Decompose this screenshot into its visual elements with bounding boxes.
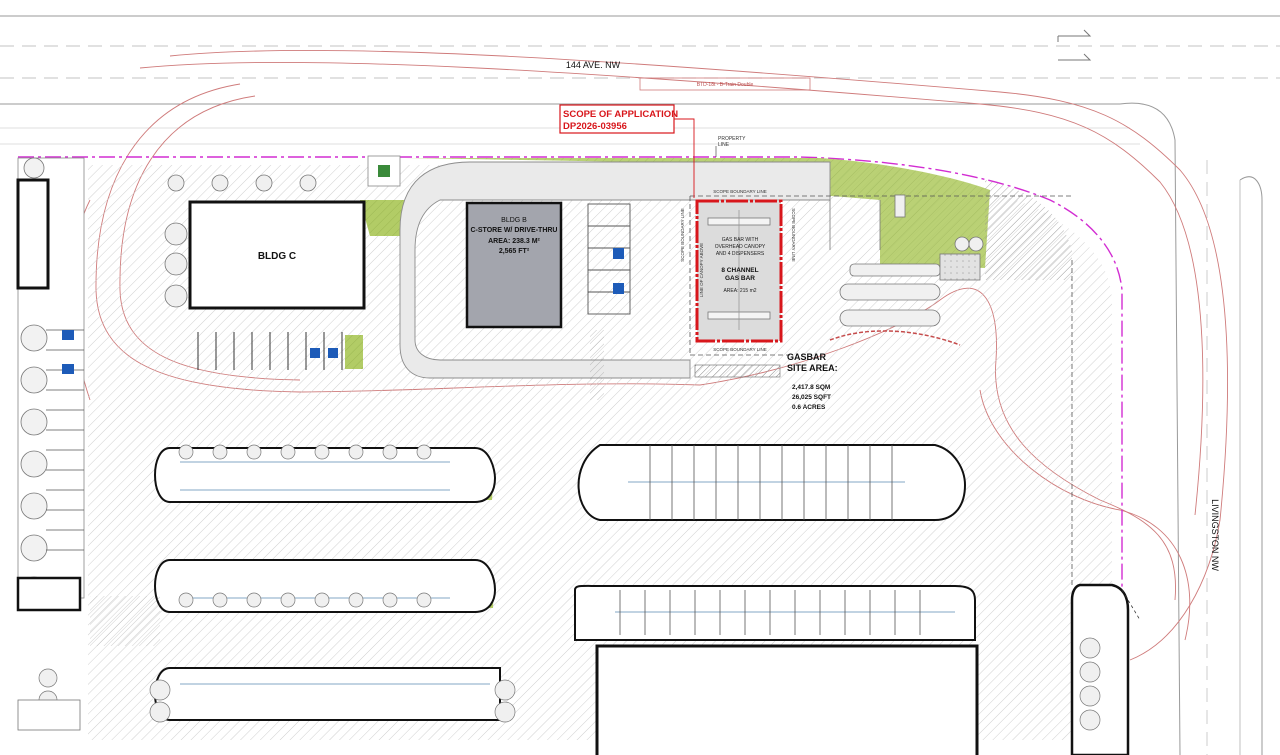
gas-dispensers [707,210,771,330]
building-b-stalls [587,203,631,315]
scope-leader [674,118,695,198]
canopy-desc-2: OVERHEAD CANOPY [715,244,766,250]
drive-thru-lane [399,161,831,379]
northeast-planting [985,180,1072,280]
street-label-livingston: LIVINGSTON NW [1210,499,1220,571]
building-b-name: BLDG B [501,217,527,224]
parking-row-1-west [154,447,497,503]
south-parking-stalls [615,590,955,635]
property-line-label-2: LINE [718,142,730,148]
west-building-corner [16,178,50,290]
road-livingston [1119,102,1263,755]
crosswalk [590,330,604,400]
building-b-area-m2: AREA: 238.3 M² [488,238,540,245]
southwest-entrance [16,576,82,612]
scope-boundary-label-bottom: SCOPE BOUNDARY LINE [713,347,767,352]
property-line-label-1: PROPERTY [718,136,746,142]
scope-boundary-label-top: SCOPE BOUNDARY LINE [713,189,767,194]
building-b-use: C-STORE W/ DRIVE-THRU [471,227,558,234]
canopy-desc-1: GAS BAR WITH [722,237,759,243]
accessible-stall-c-1 [310,348,320,358]
canopy-name-1: 8 CHANNEL [721,267,758,274]
building-c-trees [164,174,317,308]
scope-callout-title: SCOPE OF APPLICATION [563,109,678,120]
south-building [595,644,979,755]
scope-boundary [689,195,1073,585]
scope-boundary-label-right: SCOPE BOUNDARY LINE [791,208,796,262]
scope-callout-box [559,104,675,134]
site-area-title-2: SITE AREA: [787,363,838,373]
truck-path-label-east [829,330,961,346]
south-parking-row [574,584,976,641]
street-label-144-ave: 144 AVE. NW [566,60,621,70]
accessible-stall-b-1 [613,248,624,259]
site-area-title-1: GASBAR [787,352,827,362]
road-144-ave [0,15,1280,145]
canopy-line-label: LINE OF CANOPY ABOVE [699,243,704,297]
parking-row-east-stalls [628,445,905,520]
accessible-stall-c-2 [328,348,338,358]
building-c-stalls [197,332,343,370]
transformer [378,165,390,177]
scope-callout-number: DP2026-03956 [563,121,627,132]
scope-boundary-label-left: SCOPE BOUNDARY LINE [680,208,685,262]
property-line [18,156,1123,755]
building-b-area-ft2: 2,565 FT² [499,248,530,255]
site-area-sqm: 2,417.8 SQM [792,384,830,391]
truck-path-label-north: BTD-18t - B-Train Double [697,82,754,88]
gas-bar-east-features [829,194,984,327]
truck-path-label-bar-north [639,77,811,91]
parking-row-east [577,444,967,521]
parking-row-2-west [154,559,497,613]
southwest-feature [17,699,81,731]
building-c-label: BLDG C [258,251,296,262]
site-area-acres: 0.6 ACRES [792,404,826,411]
south-planter [694,364,781,378]
canopy-name-2: GAS BAR [725,275,755,282]
southwest-parking-row [154,667,501,721]
canopy-area: AREA: 215 m2 [723,288,756,294]
east-south-trees [1079,637,1101,731]
west-parking-stalls [46,329,84,551]
parking-row-1-west-trees [178,444,432,460]
parking-row-2-west-trees [178,592,432,608]
canopy-desc-3: AND 4 DISPENSERS [716,251,765,257]
parking-row-1-west-stalls [180,461,450,491]
accessible-stall-b-2 [613,283,624,294]
west-crosswalk [90,596,160,646]
accessible-stall-west-1 [62,330,74,340]
building-c [188,200,366,310]
building-b [465,201,563,329]
accessible-stall-west-2 [62,364,74,374]
site-area-sqft: 26,025 SQFT [792,394,831,401]
